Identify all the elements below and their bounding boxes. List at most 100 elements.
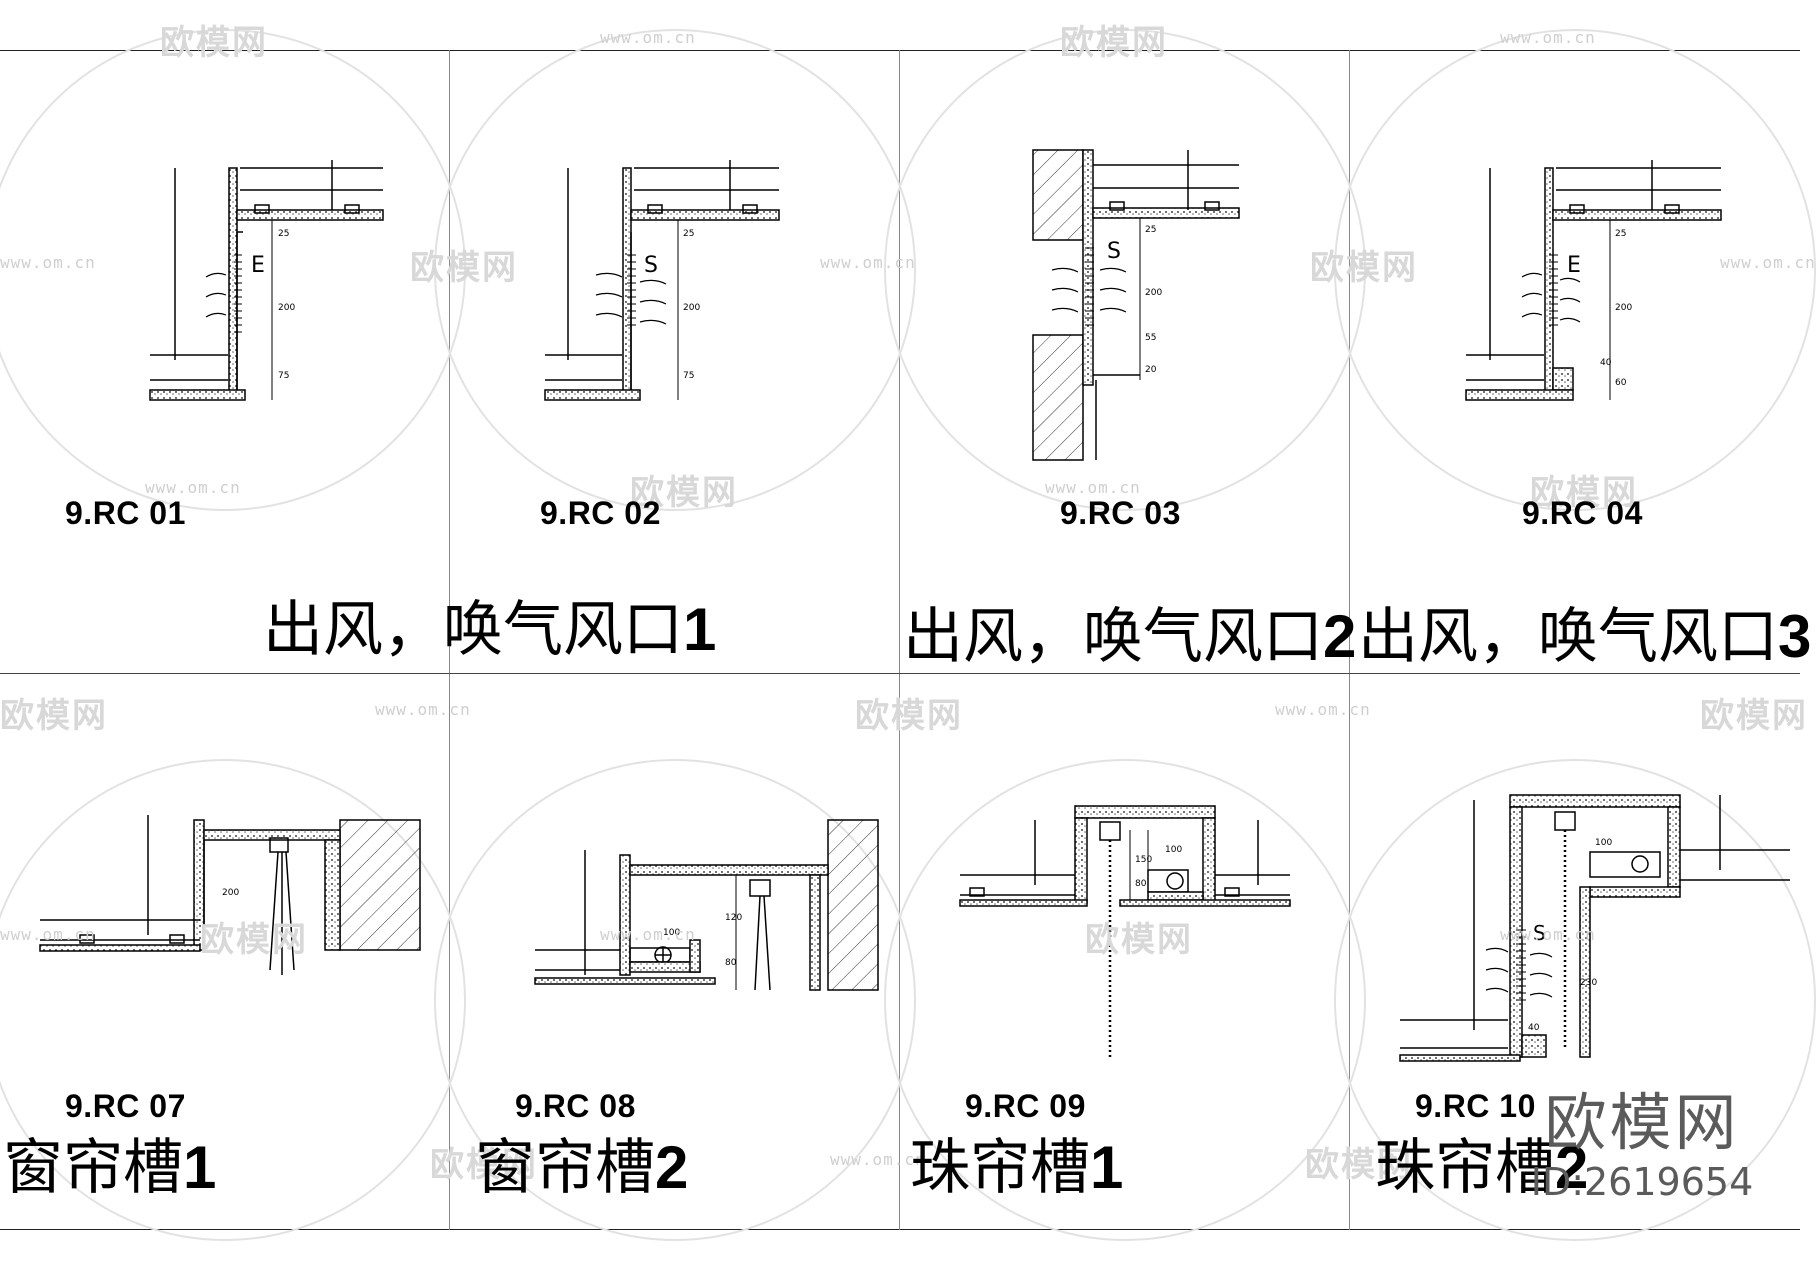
watermark-url: www.om.cn	[820, 253, 916, 272]
watermark-brand: 欧模网	[410, 248, 518, 288]
watermark-url: www.om.cn	[145, 478, 241, 497]
dimension-label: 200	[683, 303, 700, 313]
dimension-label: 230	[1580, 978, 1597, 988]
caption-curtain-slot-2: 窗帘槽2	[475, 1138, 688, 1199]
detail-code: 9.RC 09	[965, 1088, 1086, 1124]
caption-curtain-slot-1: 窗帘槽1	[3, 1138, 216, 1199]
watermark-url: www.om.cn	[600, 925, 696, 944]
dimension-label: 80	[725, 958, 737, 968]
panel-divider	[1349, 50, 1350, 1230]
detail-rc08	[534, 819, 879, 991]
dimension-label: 200	[1615, 303, 1632, 313]
detail-rc02	[544, 160, 780, 401]
supply-label: S	[1107, 239, 1121, 264]
dimension-label: 25	[1615, 229, 1626, 239]
detail-rc07	[39, 815, 421, 975]
dimension-label: 100	[1165, 845, 1182, 855]
dimension-label: 40	[1600, 358, 1612, 368]
supply-label: S	[1533, 921, 1546, 945]
exhaust-label: E	[1567, 253, 1581, 278]
dimension-label: 150	[1135, 855, 1152, 865]
detail-code: 9.RC 02	[540, 495, 661, 531]
watermark-brand: 欧模网	[430, 1145, 538, 1185]
watermark-brand: 欧模网	[1700, 696, 1808, 736]
sheet-frame	[0, 50, 1800, 1230]
dimension-label: 120	[725, 913, 742, 923]
exhaust-label: E	[251, 253, 265, 278]
caption-text: 珠帘槽	[1375, 1133, 1555, 1203]
watermark-url: www.om.cn	[1720, 253, 1816, 272]
detail-code: 9.RC 10	[1415, 1088, 1536, 1124]
caption-text: 出风，唤气风口	[263, 595, 683, 665]
detail-code: 9.RC 01	[65, 495, 186, 531]
watermark-brand: 欧模网	[1305, 1145, 1413, 1185]
detail-code: 9.RC 07	[65, 1088, 186, 1124]
dimension-label: 200	[278, 303, 295, 313]
detail-code: 9.RC 04	[1522, 495, 1643, 531]
detail-rc10	[1399, 794, 1790, 1062]
watermark-url: www.om.cn	[600, 28, 696, 47]
caption-number: 1	[183, 1134, 217, 1201]
dimension-label: 75	[278, 371, 289, 381]
watermark-url: www.om.cn	[0, 925, 96, 944]
watermark-brand: 欧模网	[855, 696, 963, 736]
detail-rc09	[959, 805, 1291, 1060]
watermark-url: www.om.cn	[0, 253, 96, 272]
watermark-brand: 欧模网	[1060, 23, 1168, 63]
watermark-brand: 欧模网	[0, 696, 108, 736]
caption-air-outlet-1: 出风，唤气风口1	[263, 600, 716, 661]
watermark-url: www.om.cn	[375, 700, 471, 719]
caption-air-outlet-2: 出风，唤气风口2	[903, 607, 1356, 668]
watermark-brand: 欧模网	[1085, 920, 1193, 960]
row-divider	[0, 673, 1800, 674]
caption-air-outlet-3: 出风，唤气风口3	[1358, 607, 1811, 668]
watermark-brand: 欧模网	[1530, 473, 1638, 513]
brand-logo: 欧模网 ID:2619654	[1512, 1092, 1772, 1204]
caption-text: 珠帘槽	[910, 1133, 1090, 1203]
watermark-url: www.om.cn	[1275, 700, 1371, 719]
caption-text: 出风，唤气风口	[903, 602, 1323, 672]
watermark-brand: 欧模网	[1310, 248, 1418, 288]
dimension-label: 75	[683, 371, 694, 381]
dimension-label: 200	[1145, 288, 1162, 298]
detail-code: 9.RC 03	[1060, 495, 1181, 531]
watermark-brand: 欧模网	[200, 920, 308, 960]
panel-divider	[899, 50, 900, 1230]
caption-text: 窗帘槽	[3, 1133, 183, 1203]
watermark-arcs	[0, 29, 1816, 1241]
supply-label: S	[644, 253, 658, 278]
panel-divider	[449, 50, 450, 1230]
brand-name: 欧模网	[1544, 1086, 1740, 1159]
detail-code: 9.RC 08	[515, 1088, 636, 1124]
dimension-label: 200	[222, 888, 239, 898]
dimension-label: 25	[278, 229, 289, 239]
watermark-url: www.om.cn	[1045, 478, 1141, 497]
caption-number: 2	[655, 1134, 689, 1201]
caption-number: 2	[1323, 603, 1357, 670]
dimension-label: 80	[1135, 879, 1147, 889]
brand-id: ID:2619654	[1530, 1160, 1754, 1204]
watermark-url: www.om.cn	[1500, 28, 1596, 47]
caption-number: 1	[683, 596, 717, 663]
caption-bead-curtain-slot-2: 珠帘槽2	[1375, 1138, 1588, 1199]
caption-number: 1	[1090, 1134, 1124, 1201]
detail-rc01	[149, 160, 384, 401]
watermark-url: www.om.cn	[1500, 925, 1596, 944]
caption-bead-curtain-slot-1: 珠帘槽1	[910, 1138, 1123, 1199]
detail-rc04	[1465, 160, 1722, 401]
dimension-label: 100	[663, 928, 680, 938]
watermark-brand: 欧模网	[630, 473, 738, 513]
caption-number: 3	[1778, 603, 1812, 670]
caption-text: 窗帘槽	[475, 1133, 655, 1203]
detail-rc03	[1032, 149, 1240, 461]
dimension-label: 40	[1528, 1023, 1540, 1033]
dimension-label: 25	[683, 229, 694, 239]
dimension-label: 60	[1615, 378, 1627, 388]
caption-number: 2	[1555, 1134, 1589, 1201]
watermark-brand: 欧模网	[160, 23, 268, 63]
dimension-label: 100	[1595, 838, 1612, 848]
watermark-url: www.om.cn	[830, 1150, 926, 1169]
caption-text: 出风，唤气风口	[1358, 602, 1778, 672]
